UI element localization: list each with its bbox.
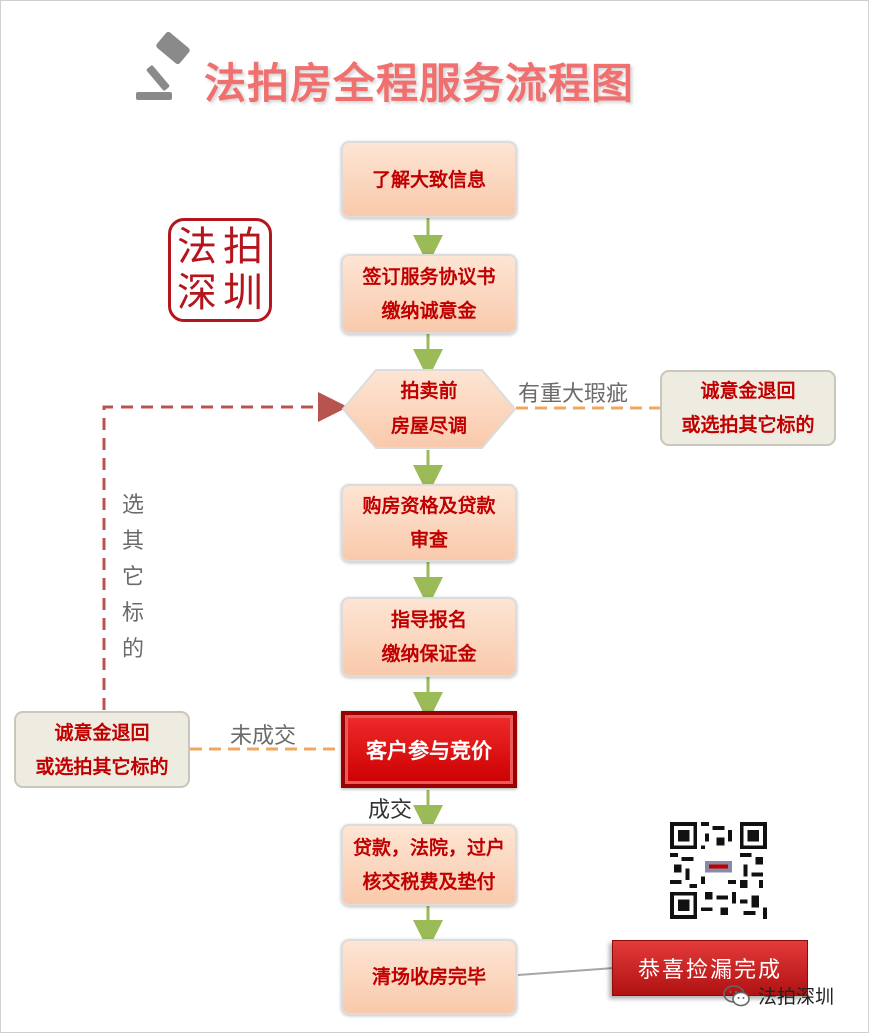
step-label: 指导报名 [390,609,467,631]
deal-label: 成交 [368,798,413,823]
step-label: 房屋尽调 [390,415,467,437]
seal-char: 深 [177,270,217,316]
step-learn-info: 了解大致信息 [341,141,517,218]
step-label: 缴纳保证金 [381,643,477,665]
watermark-text: 法拍深圳 [758,986,835,1008]
wechat-icon [723,984,750,1006]
step-label: 贷款，法院，过户 [352,837,505,859]
step-label: 审查 [409,529,448,551]
seal-char: 拍 [223,224,263,270]
seal-char: 法 [177,224,217,270]
side-label: 或选拍其它标的 [681,414,815,436]
vertical-char: 其 [121,529,144,554]
step-sign-agreement: 签订服务协议书 缴纳诚意金 [341,254,517,334]
step-label: 清场收房完毕 [371,966,486,988]
no-deal-label: 未成交 [230,724,297,749]
step-bidding: 客户参与竞价 [341,711,517,788]
seal-stamp: 法 拍 深 圳 [168,218,272,322]
vertical-char: 标 [121,601,144,626]
step-registration: 指导报名 缴纳保证金 [341,597,517,677]
page-title: 法拍房全程服务流程图 [204,59,635,108]
vertical-char: 选 [121,493,144,518]
step-label: 缴纳诚意金 [381,300,477,322]
congrats-connector [517,967,615,976]
congrats-banner: 恭喜捡漏完成 [612,940,808,996]
step-transfer: 贷款，法院，过户 核交税费及垫付 [341,824,517,906]
step-label: 购房资格及贷款 [362,495,496,517]
step-label: 签订服务协议书 [362,266,496,288]
qr-code [670,822,767,919]
step-due-diligence: 拍卖前 房屋尽调 [345,372,513,446]
vertical-char: 的 [121,637,144,662]
step-handover: 清场收房完毕 [341,939,517,1015]
step-qualification-review: 购房资格及贷款 审查 [341,484,517,562]
side-label: 或选拍其它标的 [35,755,169,778]
step-label: 拍卖前 [400,380,458,402]
refund-box-left: 诚意金退回 或选拍其它标的 [14,711,190,788]
loop-back-connector [102,392,348,710]
gavel-icon [136,32,190,100]
side-label: 诚意金退回 [700,380,796,402]
vertical-char: 它 [121,565,144,590]
refund-box-right: 诚意金退回 或选拍其它标的 [660,370,836,446]
wechat-watermark: 法拍深圳 [722,982,834,1009]
step-label: 客户参与竞价 [366,738,492,763]
step-label: 了解大致信息 [371,168,486,191]
side-label: 诚意金退回 [54,721,150,744]
seal-char: 圳 [223,270,263,316]
defect-label: 有重大瑕疵 [518,382,629,407]
step-label: 核交税费及垫付 [362,871,496,893]
step-due-diligence-hexagon [341,369,517,449]
choose-other-label: 选 其 它 标 的 [118,488,148,668]
